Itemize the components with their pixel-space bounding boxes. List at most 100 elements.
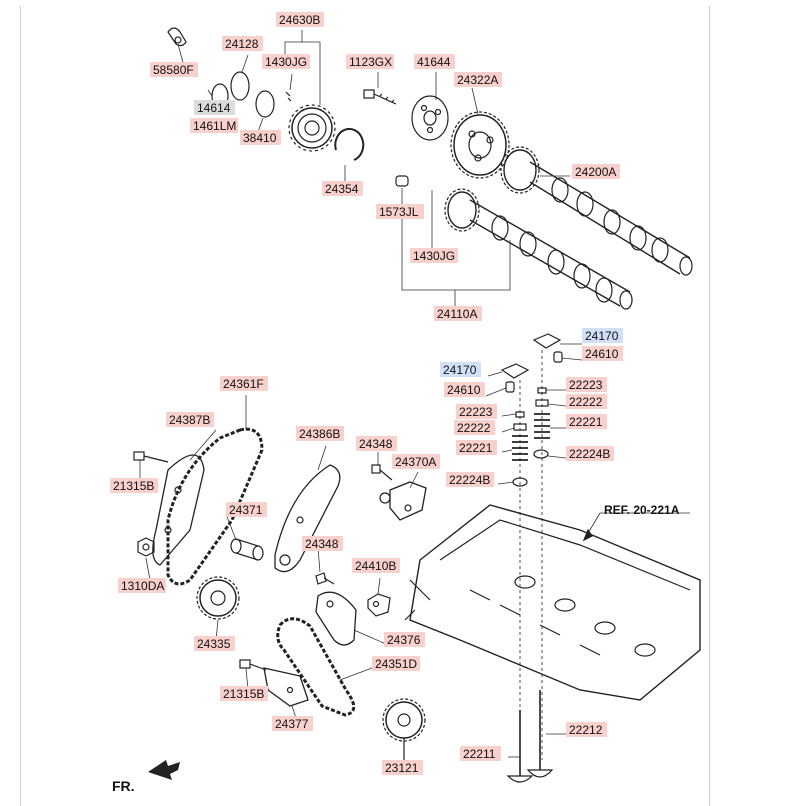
part-label-box	[226, 502, 267, 517]
part-label-22223-b[interactable]: 22223	[456, 404, 497, 419]
part-label-box	[376, 204, 424, 219]
part-label-24170-b[interactable]: 24170	[440, 362, 481, 377]
part-label-text: 24110A	[437, 307, 477, 321]
part-label-41644[interactable]: 41644	[414, 54, 455, 69]
part-label-23121[interactable]: 23121	[382, 760, 423, 775]
part-label-text: 24610	[585, 347, 619, 361]
part-label-box	[118, 578, 166, 593]
clip-58580f-part	[167, 27, 187, 47]
part-label-box	[572, 164, 620, 179]
part-label-text: 24387B	[169, 413, 210, 427]
part-label-text: 24170	[443, 363, 477, 377]
part-label-58580f[interactable]: 58580F	[150, 62, 198, 77]
part-label-22211[interactable]: 22211	[460, 746, 501, 761]
part-label-22223-a[interactable]: 22223	[566, 377, 607, 392]
part-label-22224b-b[interactable]: 22224B	[446, 472, 494, 487]
plate-41644-part	[411, 95, 449, 141]
bolt-24348-lower-part	[315, 572, 335, 585]
part-label-text: 22223	[569, 378, 603, 392]
part-label-box	[262, 54, 310, 69]
bolt-1123gx-part	[363, 89, 397, 105]
part-label-24376[interactable]: 24376	[384, 632, 425, 647]
part-label-24630b[interactable]: 24630B	[276, 12, 324, 27]
part-label-24610-b[interactable]: 24610	[444, 382, 485, 397]
part-label-1430jg-b[interactable]: 1430JG	[410, 248, 458, 263]
part-label-text: 22224B	[569, 447, 610, 461]
part-label-text: 23121	[385, 761, 419, 775]
part-label-24354[interactable]: 24354	[322, 181, 363, 196]
valve-axis-lines	[519, 350, 543, 760]
part-label-24410b[interactable]: 24410B	[352, 558, 400, 573]
part-label-box	[384, 632, 425, 647]
part-label-text: 24354	[325, 182, 359, 196]
part-label-text: 24630B	[279, 13, 320, 27]
part-label-box	[434, 306, 482, 321]
part-label-24371[interactable]: 24371	[226, 502, 267, 517]
tensioner-24370a-part	[379, 481, 427, 521]
part-label-text: 24200A	[575, 165, 616, 179]
part-label-box	[110, 478, 158, 493]
part-label-1573jl[interactable]: 1573JL	[376, 204, 424, 219]
part-label-text: 24386B	[299, 427, 340, 441]
part-label-1430jg-a[interactable]: 1430JG	[262, 54, 310, 69]
part-label-text: 24348	[359, 437, 393, 451]
part-label-38410[interactable]: 38410	[240, 130, 281, 145]
part-label-text: 22212	[569, 723, 603, 737]
part-label-box	[456, 440, 497, 455]
part-label-text: 24376	[387, 633, 421, 647]
front-label: FR.	[112, 778, 135, 794]
part-label-text: 21315B	[113, 479, 154, 493]
part-label-22212[interactable]: 22212	[566, 722, 607, 737]
part-label-text: 22223	[459, 405, 493, 419]
part-label-24128[interactable]: 24128	[222, 36, 263, 51]
part-label-text: 24348	[305, 537, 339, 551]
part-label-24348-a[interactable]: 24348	[356, 436, 397, 451]
part-label-box	[456, 404, 497, 419]
part-label-text: 22222	[569, 395, 603, 409]
part-label-text: 22221	[459, 441, 493, 455]
part-label-24386b[interactable]: 24386B	[296, 426, 344, 441]
part-label-24610-a[interactable]: 24610	[582, 346, 623, 361]
part-label-box	[460, 746, 501, 761]
camshaft-24110a-part	[444, 188, 633, 310]
part-label-24387b[interactable]: 24387B	[166, 412, 214, 427]
part-label-24377[interactable]: 24377	[272, 716, 313, 731]
part-label-22221-b[interactable]: 22221	[456, 440, 497, 455]
part-label-24200a[interactable]: 24200A	[572, 164, 620, 179]
part-label-21315b-b[interactable]: 21315B	[220, 686, 268, 701]
part-label-21315b-a[interactable]: 21315B	[110, 478, 158, 493]
diagram-frame	[20, 6, 710, 806]
part-label-box	[566, 446, 614, 461]
part-label-22222-b[interactable]: 22222	[454, 420, 495, 435]
part-label-24351d[interactable]: 24351D	[372, 656, 420, 671]
part-label-text: 1123GX	[349, 55, 392, 69]
part-label-24370a[interactable]: 24370A	[392, 454, 440, 469]
chain-guide-24387b-part	[152, 454, 205, 566]
part-label-text: 21315B	[223, 687, 264, 701]
part-label-24322a[interactable]: 24322A	[454, 72, 502, 87]
part-label-24335[interactable]: 24335	[194, 636, 235, 651]
camshaft-24200a-part	[500, 146, 693, 276]
part-label-24110a[interactable]: 24110A	[434, 306, 482, 321]
part-label-1123gx[interactable]: 1123GX	[346, 54, 394, 69]
part-label-box	[190, 118, 238, 133]
part-label-1310da[interactable]: 1310DA	[118, 578, 166, 593]
part-label-box	[566, 722, 607, 737]
leader-lines-top	[177, 30, 570, 310]
part-label-box	[372, 656, 420, 671]
part-label-text: 14614	[197, 101, 231, 115]
part-label-box	[194, 636, 235, 651]
part-label-22221-a[interactable]: 22221	[566, 414, 607, 429]
part-label-22224b-a[interactable]: 22224B	[566, 446, 614, 461]
part-label-1461lm[interactable]: 1461LM	[190, 118, 238, 133]
part-label-text: 24128	[225, 37, 259, 51]
part-label-text: 24370A	[395, 455, 436, 469]
part-label-box	[272, 716, 313, 731]
part-label-14614[interactable]: 14614	[194, 100, 235, 115]
part-label-22222-a[interactable]: 22222	[566, 394, 607, 409]
part-label-24348-b[interactable]: 24348	[302, 536, 343, 551]
part-label-24361f[interactable]: 24361F	[220, 376, 268, 391]
part-label-24170-a[interactable]: 24170	[582, 328, 623, 343]
part-label-text: 24377	[275, 717, 309, 731]
